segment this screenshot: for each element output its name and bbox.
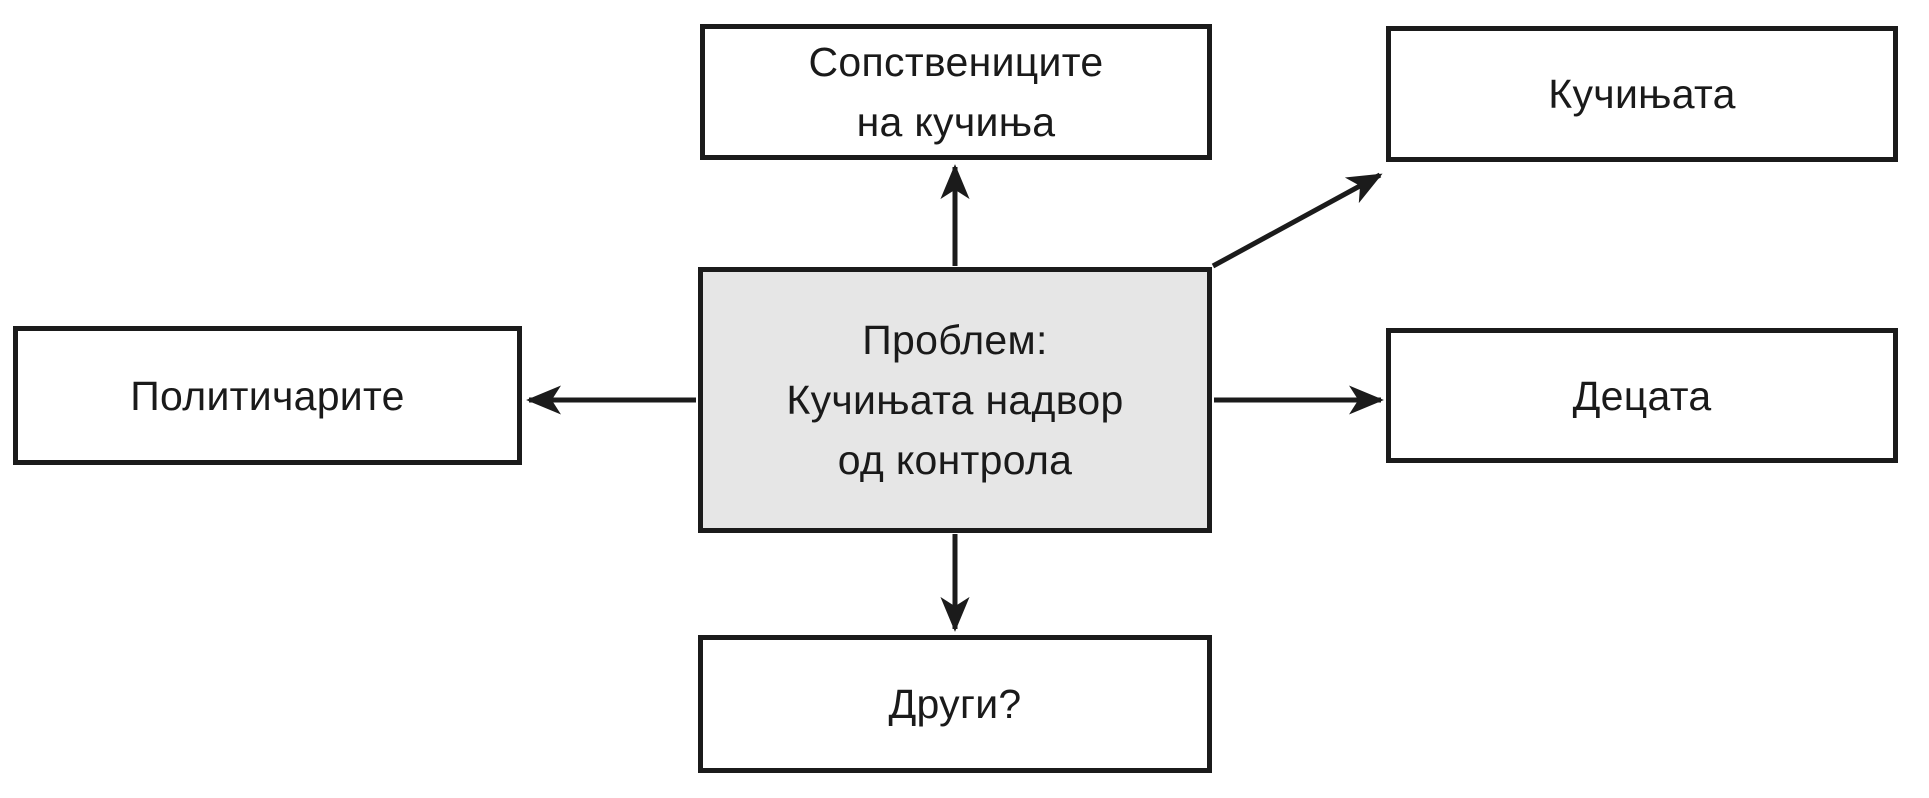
node-dogs-label: Кучињата — [1548, 71, 1736, 117]
node-problem: Проблем: Кучињата надвор од контрола — [698, 267, 1212, 533]
node-dogs: Кучињата — [1386, 26, 1898, 162]
node-others-label: Други? — [888, 681, 1022, 727]
arrow-problem-to-dogs — [1211, 172, 1383, 269]
node-politicians-label: Политичарите — [130, 372, 405, 419]
node-problem-label: Проблем: Кучињата надвор од контрола — [786, 317, 1124, 483]
node-politicians: Политичарите — [13, 326, 522, 465]
node-children-label: Децата — [1572, 372, 1712, 419]
node-others: Други? — [698, 635, 1212, 773]
node-dog-owners-label: Сопствениците на кучиња — [808, 39, 1104, 145]
node-children: Децата — [1386, 328, 1898, 463]
node-dog-owners: Сопствениците на кучиња — [700, 24, 1212, 160]
